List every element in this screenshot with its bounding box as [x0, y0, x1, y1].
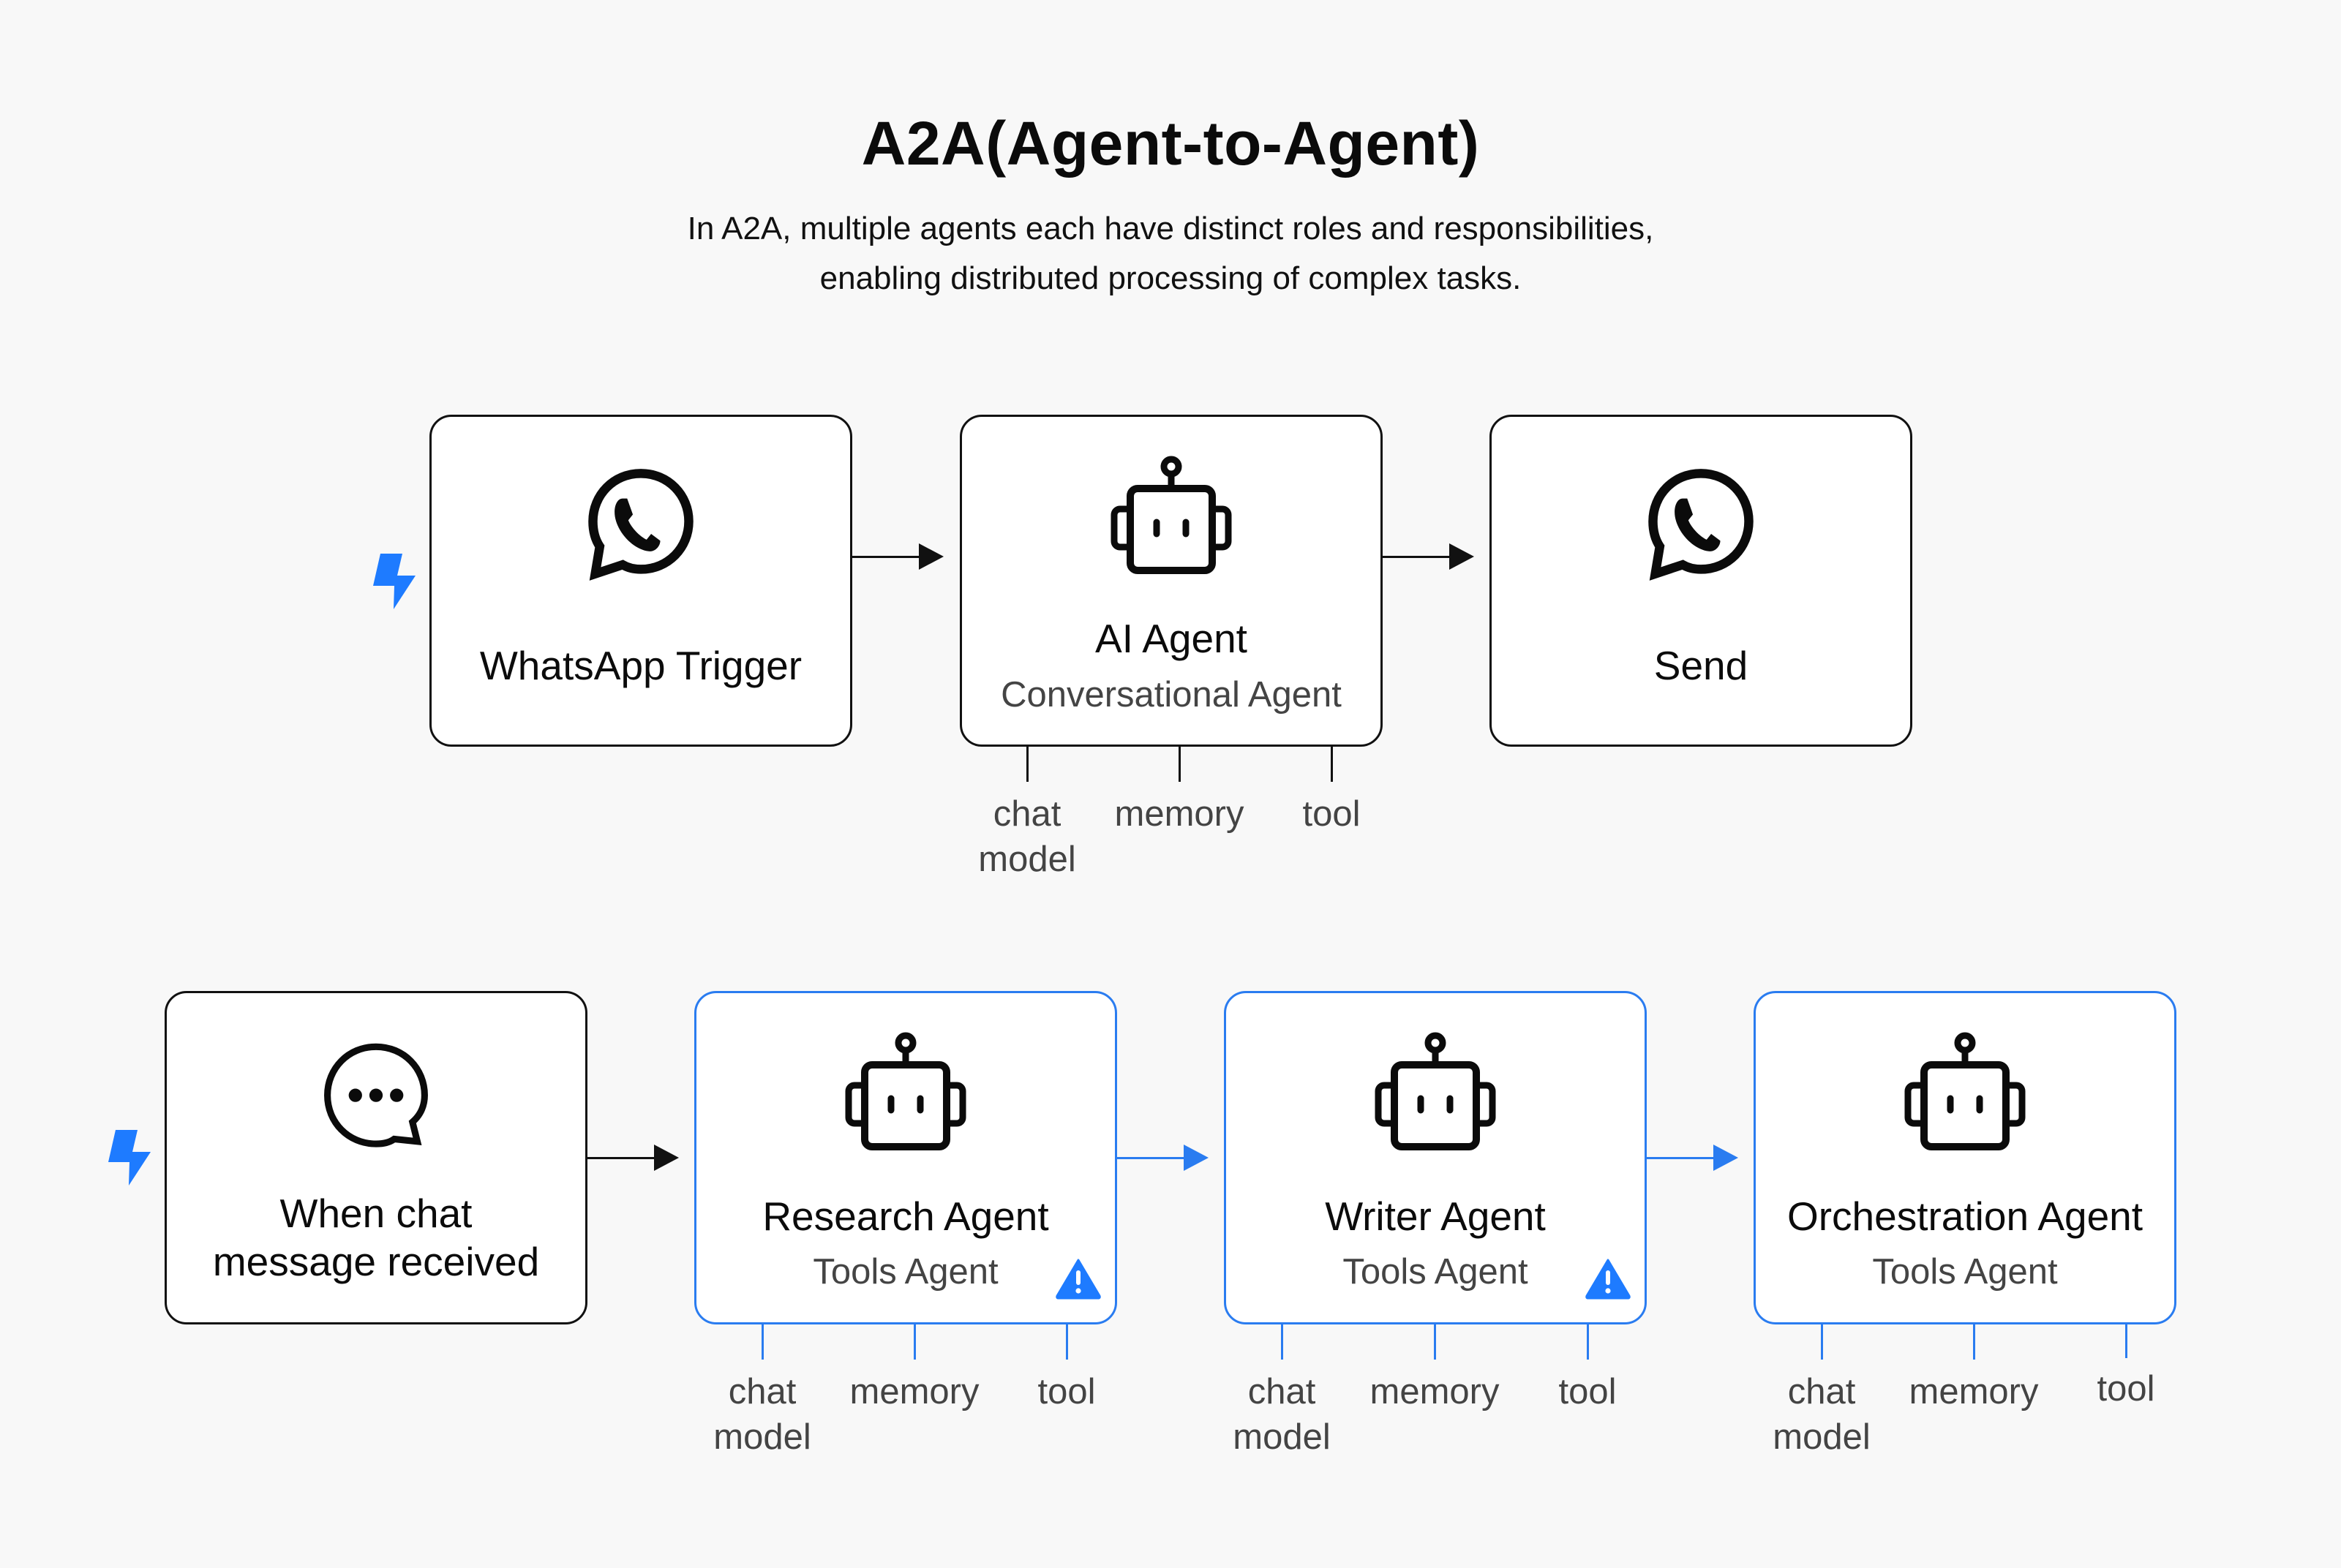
warning-icon[interactable]	[1585, 1259, 1631, 1300]
port-label-line1: chat	[993, 794, 1061, 834]
port-line-memory	[1434, 1324, 1436, 1360]
connector-arrow	[1647, 1157, 1727, 1159]
node-chat-trigger[interactable]: When chat message received	[165, 991, 587, 1324]
whatsapp-icon	[1644, 467, 1758, 581]
arrowhead	[1713, 1145, 1738, 1171]
node-subtitle: Tools Agent	[1342, 1252, 1528, 1292]
port-tool[interactable]: tool	[2097, 1369, 2155, 1409]
node-label-line-2: message received	[212, 1239, 540, 1284]
port-line-tool	[2125, 1324, 2127, 1358]
robot-icon	[1362, 1030, 1508, 1176]
node-research-agent[interactable]: Research Agent Tools Agent	[694, 991, 1117, 1324]
page-subtitle-line-2: enabling distributed processing of compl…	[819, 260, 1522, 296]
whatsapp-icon	[584, 467, 698, 581]
warning-icon[interactable]	[1056, 1259, 1101, 1300]
node-subtitle: Tools Agent	[813, 1252, 999, 1292]
arrowhead	[919, 543, 944, 570]
robot-icon	[1892, 1030, 2038, 1176]
page-subtitle-line-1: In A2A, multiple agents each have distin…	[687, 211, 1654, 246]
port-label-line1: chat	[728, 1372, 797, 1411]
port-line-memory	[1179, 747, 1181, 782]
port-memory[interactable]: memory	[1909, 1372, 2039, 1411]
port-line-memory	[1973, 1324, 1975, 1360]
port-tool[interactable]: tool	[1558, 1372, 1617, 1411]
port-chat-model[interactable]: chat model	[1233, 1369, 1330, 1460]
page-title: A2A(Agent-to-Agent)	[861, 109, 1480, 178]
port-line-chat-model	[1281, 1324, 1283, 1360]
node-subtitle: Tools Agent	[1872, 1252, 2058, 1292]
node-label: Writer Agent	[1325, 1194, 1546, 1239]
node-label: Send	[1653, 643, 1748, 688]
connector-arrow	[852, 556, 933, 558]
node-label: Orchestration Agent	[1786, 1194, 2143, 1239]
lightning-bolt-icon	[108, 1130, 151, 1186]
connector-arrow	[1117, 1157, 1198, 1159]
port-line-chat-model	[1026, 747, 1029, 782]
port-memory[interactable]: memory	[1369, 1372, 1500, 1411]
arrowhead	[1184, 1145, 1209, 1171]
node-label-line-1: When chat	[279, 1191, 473, 1236]
connector-arrow	[1383, 556, 1463, 558]
node-orchestration-agent[interactable]: Orchestration Agent Tools Agent	[1754, 991, 2176, 1324]
arrowhead	[1449, 543, 1474, 570]
port-memory[interactable]: memory	[1114, 794, 1244, 834]
port-memory[interactable]: memory	[849, 1372, 980, 1411]
node-ai-agent[interactable]: AI Agent Conversational Agent	[960, 415, 1383, 747]
port-label-line1: chat	[1247, 1372, 1316, 1411]
node-writer-agent[interactable]: Writer Agent Tools Agent	[1224, 991, 1647, 1324]
port-chat-model[interactable]: chat model	[978, 791, 1075, 882]
arrowhead	[654, 1145, 679, 1171]
port-line-memory	[914, 1324, 916, 1360]
port-tool[interactable]: tool	[1302, 794, 1361, 834]
robot-icon	[1098, 453, 1244, 600]
node-label: AI Agent	[1095, 616, 1247, 661]
port-line-tool	[1587, 1324, 1589, 1360]
port-label-line1: chat	[1787, 1372, 1856, 1411]
lightning-bolt-icon	[373, 554, 416, 609]
node-send[interactable]: Send	[1489, 415, 1912, 747]
port-label-line2: model	[978, 840, 1076, 879]
port-label-line2: model	[713, 1417, 811, 1457]
port-tool[interactable]: tool	[1037, 1372, 1096, 1411]
chat-bubble-icon	[315, 1037, 437, 1158]
port-chat-model[interactable]: chat model	[1773, 1369, 1870, 1460]
node-whatsapp-trigger[interactable]: WhatsApp Trigger	[429, 415, 852, 747]
port-label-line2: model	[1233, 1417, 1331, 1457]
port-label-line2: model	[1773, 1417, 1871, 1457]
port-chat-model[interactable]: chat model	[713, 1369, 811, 1460]
port-line-chat-model	[762, 1324, 764, 1360]
connector-arrow	[587, 1157, 668, 1159]
port-line-tool	[1331, 747, 1333, 782]
port-line-chat-model	[1821, 1324, 1823, 1360]
node-subtitle: Conversational Agent	[1001, 675, 1342, 715]
port-line-tool	[1066, 1324, 1068, 1360]
robot-icon	[833, 1030, 979, 1176]
node-label: WhatsApp Trigger	[479, 643, 803, 688]
node-label: Research Agent	[762, 1194, 1049, 1239]
